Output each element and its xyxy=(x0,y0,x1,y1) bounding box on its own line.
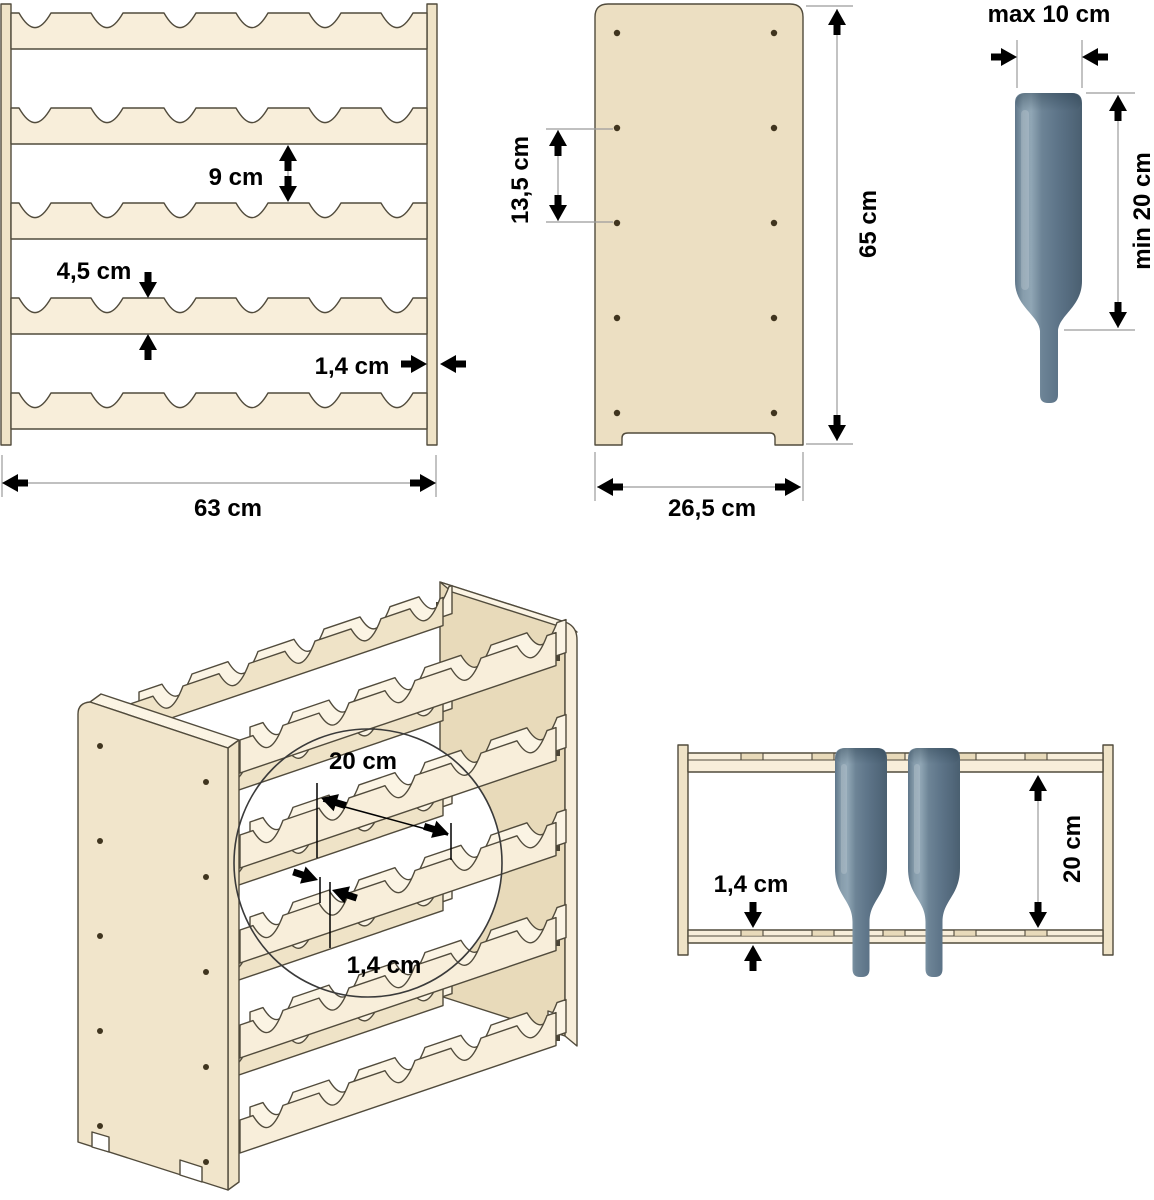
front-side-thickness-label: 1,4 cm xyxy=(314,353,390,380)
dimension-arrow xyxy=(279,176,297,202)
top-view-spacing-label: 20 cm xyxy=(1059,814,1086,884)
dimension-arrow xyxy=(1109,95,1127,121)
dimension-arrow xyxy=(2,474,28,492)
front-scalloped-shelves xyxy=(10,12,428,430)
dimension-arrow xyxy=(597,478,623,496)
top-view-drawing xyxy=(677,744,1114,977)
side-panel xyxy=(594,3,804,446)
top-view-right-post xyxy=(1102,744,1114,956)
lying-bottle xyxy=(908,748,960,977)
front-dimensions xyxy=(1,145,466,497)
front-row-gap-label: 9 cm xyxy=(208,164,264,191)
top-view-thickness-label: 1,4 cm xyxy=(713,871,789,898)
side-depth-label: 26,5 cm xyxy=(667,495,757,522)
front-rail-height-label: 4,5 cm xyxy=(56,258,132,285)
top-view-left-post xyxy=(677,744,689,956)
dimension-arrow xyxy=(1109,302,1127,328)
dimension-arrow xyxy=(279,145,297,171)
lying-bottle xyxy=(835,748,887,977)
dimension-arrow xyxy=(775,478,801,496)
iso-dimensions xyxy=(290,783,452,948)
top-view-dimensions xyxy=(744,775,1047,971)
iso-pitch-label: 20 cm xyxy=(328,748,398,775)
isometric-rack-drawing xyxy=(77,581,578,1191)
dimension-arrow xyxy=(991,48,1017,66)
iso-left-panel xyxy=(77,693,240,1191)
side-hole-spacing-label: 13,5 cm xyxy=(507,135,534,225)
top-view-upper-rail xyxy=(687,752,1104,773)
dimension-arrow xyxy=(549,195,567,221)
dimension-arrow xyxy=(139,334,157,360)
bottle-min-length-label: min 20 cm xyxy=(1129,152,1154,270)
screw-holes xyxy=(97,743,209,1165)
side-height-label: 65 cm xyxy=(855,189,882,259)
iso-left-foot-notch xyxy=(91,1131,110,1153)
rail-notch-marks xyxy=(740,753,1048,936)
dimension-arrow xyxy=(440,355,466,373)
dimension-arrow xyxy=(139,272,157,298)
iso-thickness-label: 1,4 cm xyxy=(346,952,422,979)
wine-bottle xyxy=(1015,93,1082,403)
dimension-arrow xyxy=(401,355,427,373)
dimension-arrow xyxy=(1029,775,1047,801)
dimension-arrow xyxy=(410,474,436,492)
dimension-arrow xyxy=(549,130,567,156)
bottle-highlight xyxy=(1021,110,1029,290)
dimension-arrow xyxy=(744,945,762,971)
lying-wine-bottles xyxy=(835,748,960,977)
front-width-label: 63 cm xyxy=(193,495,263,522)
dimension-arrow xyxy=(1082,48,1108,66)
bottle-size-drawing xyxy=(991,40,1135,403)
side-dimensions xyxy=(546,5,853,501)
dimension-arrow xyxy=(828,9,846,35)
iso-left-foot-notch xyxy=(179,1159,203,1183)
front-view-drawing xyxy=(0,3,466,497)
front-right-post xyxy=(426,3,438,446)
dimension-arrow xyxy=(744,902,762,928)
bottle-top-shade xyxy=(1016,93,1081,111)
screw-holes xyxy=(613,29,778,417)
dimension-arrow xyxy=(1029,902,1047,928)
side-panel-drawing xyxy=(546,3,853,501)
magnifier-circle-outline xyxy=(233,728,503,998)
bottle-max-diameter-label: max 10 cm xyxy=(987,1,1111,28)
dimension-arrow xyxy=(828,415,846,441)
front-left-post xyxy=(0,3,12,446)
